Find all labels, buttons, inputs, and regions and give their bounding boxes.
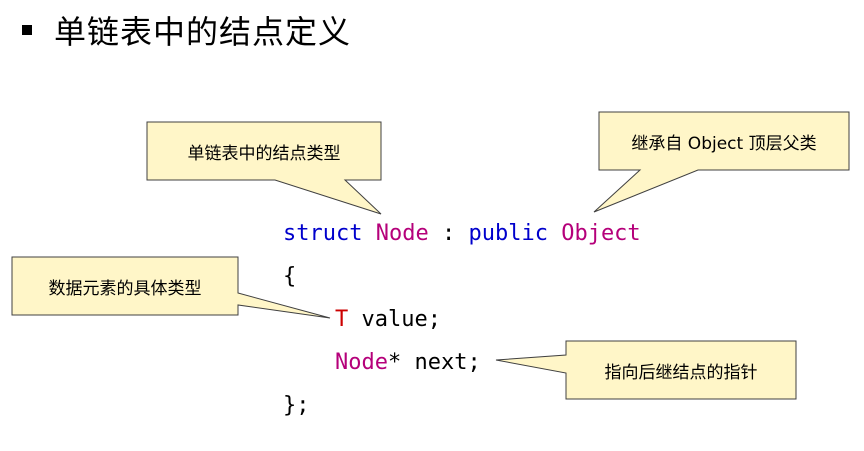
slide-title: 单链表中的结点定义	[22, 8, 351, 52]
code-line-struct: struct Node : public Object	[283, 212, 641, 255]
type-node: Node	[375, 221, 429, 246]
code-line-value: T value;	[283, 298, 641, 341]
bullet-square-icon	[22, 25, 32, 35]
callout-next-pointer-text: 指向后继结点的指针	[604, 362, 758, 383]
value-member: value;	[348, 307, 441, 332]
code-line-open-brace: {	[283, 264, 297, 289]
code-line-close-brace: };	[283, 393, 310, 418]
next-member: * next;	[387, 350, 481, 375]
type-object: Object	[561, 221, 641, 246]
callout-node-type-text: 单链表中的结点类型	[187, 143, 341, 164]
callout-inherit-text: 继承自 Object 顶层父类	[631, 133, 817, 154]
template-param-t: T	[335, 307, 349, 332]
colon: :	[428, 221, 469, 246]
type-node-pointer: Node	[335, 350, 388, 375]
code-block: struct Node : public Object { T value; N…	[283, 212, 641, 427]
callout-element-type-shape	[11, 256, 331, 319]
keyword-public: public	[468, 221, 548, 246]
callout-inherit-shape	[593, 111, 850, 213]
keyword-struct: struct	[283, 221, 363, 246]
callout-element-type-text: 数据元素的具体类型	[48, 278, 202, 299]
callout-node-type-shape	[146, 121, 382, 215]
code-line-next: Node* next;	[283, 341, 641, 384]
callout-next-pointer-shape	[495, 340, 797, 400]
title-text: 单链表中的结点定义	[54, 13, 352, 51]
